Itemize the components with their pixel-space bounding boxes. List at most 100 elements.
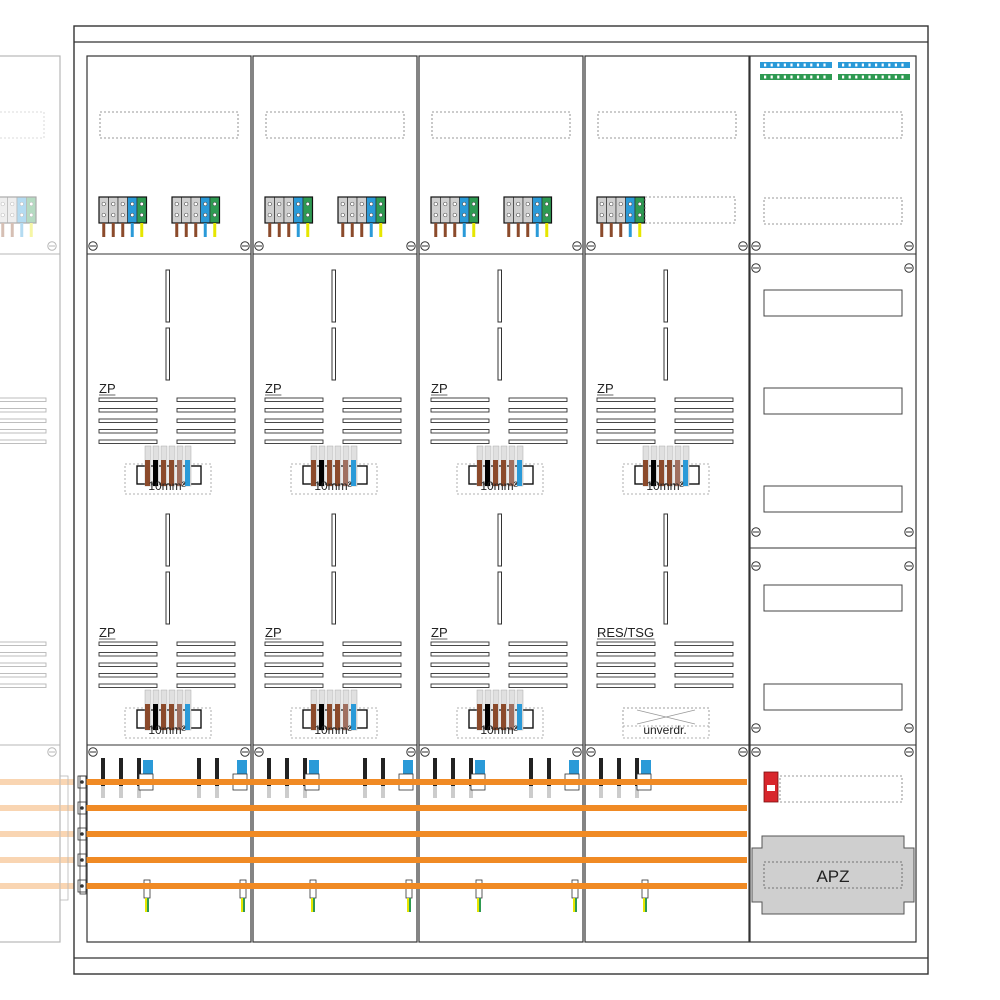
terminal-screw	[174, 212, 179, 218]
vent-slot	[98, 408, 158, 413]
terminal-strip-dot	[823, 75, 826, 79]
terminal-screw	[10, 201, 15, 207]
terminal-block	[449, 196, 460, 224]
terminal-strip-dot	[855, 75, 858, 79]
terminal-screw	[637, 212, 642, 218]
terminal-screw	[296, 212, 301, 218]
terminal-block	[0, 196, 8, 224]
terminal-label: 10mm²	[314, 479, 351, 493]
busbar-holder-dot	[80, 780, 84, 784]
terminal-screw	[452, 212, 457, 218]
meter-guide-slot	[663, 327, 668, 381]
vent-slot	[342, 673, 402, 678]
vent-slot	[674, 673, 734, 678]
terminal-screw	[433, 201, 438, 207]
pe-wire	[145, 898, 147, 912]
terminal-wire	[185, 704, 190, 730]
device-post	[617, 758, 621, 786]
terminal-screw	[0, 201, 5, 207]
terminal-strip	[760, 74, 832, 80]
terminal-block	[625, 196, 636, 224]
meter-column-frame	[418, 55, 584, 943]
terminal-block	[209, 196, 220, 224]
vent-slot	[342, 418, 402, 423]
meter-guide-slot	[331, 513, 336, 567]
terminal-wire	[351, 460, 356, 486]
vent-slot	[508, 397, 568, 402]
meter-label: ZP	[265, 381, 282, 396]
terminal-screw	[286, 201, 291, 207]
terminal-block	[127, 196, 138, 224]
vent-slot	[342, 652, 402, 657]
device-post	[433, 758, 437, 786]
neutral-clamp	[569, 760, 579, 776]
terminal-screw	[174, 201, 179, 207]
terminal-strip-dot	[861, 75, 864, 79]
cabinet-outer	[73, 25, 929, 975]
terminal-block	[16, 196, 27, 224]
busbars	[77, 775, 747, 895]
placeholder-slot	[265, 111, 405, 139]
placeholder-slot	[763, 111, 903, 139]
terminal-strip-dot	[888, 75, 891, 79]
terminal-strip-dot	[810, 75, 813, 79]
terminal-wire	[501, 704, 506, 730]
meter-column-frame	[86, 55, 252, 943]
meter-guide-slot	[497, 513, 502, 567]
terminal-strip-dot	[875, 75, 878, 79]
vent-slot	[430, 418, 490, 423]
terminal-wire	[161, 704, 166, 730]
vent-slot	[264, 641, 324, 646]
terminal-screw	[516, 212, 521, 218]
terminal-screw	[544, 212, 549, 218]
meter-guide-slot	[497, 327, 502, 381]
vent-slot	[98, 429, 158, 434]
vent-slot	[596, 418, 656, 423]
terminal-strip-dot	[790, 63, 793, 67]
terminal-wire	[659, 460, 664, 486]
terminal-wire	[675, 460, 680, 486]
vent-slot	[508, 673, 568, 678]
distribution-column: APZ	[749, 55, 917, 943]
vent-slot	[176, 673, 236, 678]
device-post	[469, 758, 473, 786]
terminal-screw	[637, 201, 642, 207]
ghost-vent	[0, 673, 47, 678]
meter-guide-slot	[165, 327, 170, 381]
ghost-busbar	[0, 831, 74, 837]
vent-slot	[430, 673, 490, 678]
pe-wire	[643, 898, 645, 912]
vent-slot	[596, 397, 656, 402]
terminal-wire	[493, 460, 498, 486]
terminal-strip-dot	[777, 75, 780, 79]
screw-icon	[47, 241, 57, 251]
vent-slot	[508, 641, 568, 646]
device-post	[267, 758, 271, 786]
busbar	[81, 779, 747, 785]
placeholder-slot	[99, 111, 239, 139]
device-post	[381, 758, 385, 786]
terminal-screw	[120, 201, 125, 207]
vent-slot	[264, 429, 324, 434]
device-post	[137, 758, 141, 786]
ghost-column-frame	[0, 55, 61, 943]
terminal-screw	[462, 212, 467, 218]
terminal-wire	[517, 704, 522, 730]
terminal-block	[459, 196, 470, 224]
terminal-screw	[525, 212, 530, 218]
vent-slot	[674, 641, 734, 646]
device-post	[197, 758, 201, 786]
terminal-screw	[0, 212, 5, 218]
terminal-label: 10mm²	[148, 479, 185, 493]
ghost-column	[0, 55, 74, 943]
neutral-clamp	[237, 760, 247, 776]
terminal-screw	[101, 201, 106, 207]
terminal-screw	[340, 212, 345, 218]
terminal-strip-dot	[797, 63, 800, 67]
terminal-screw	[535, 201, 540, 207]
terminal-strip-dot	[842, 63, 845, 67]
neutral-clamp	[641, 760, 651, 776]
ghost-vent	[0, 439, 47, 444]
